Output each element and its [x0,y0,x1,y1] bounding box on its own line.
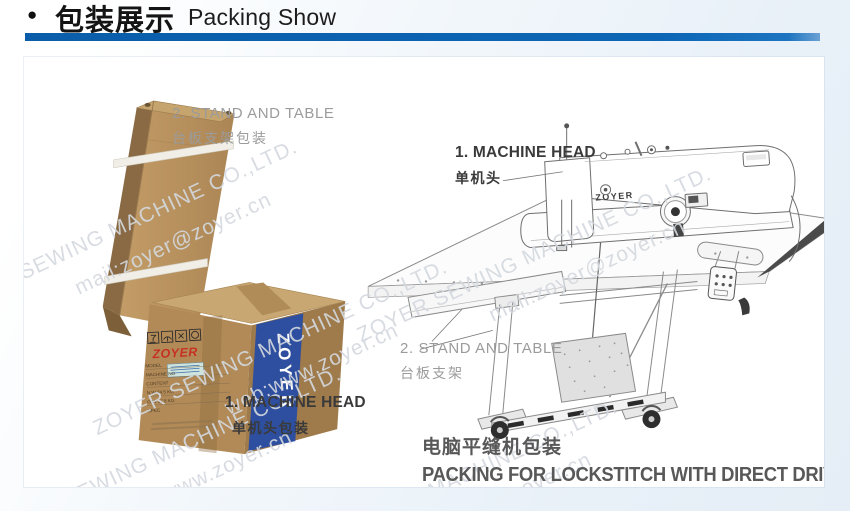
crossbar-slots [507,399,644,428]
label-stand-zh: 台板支架 [400,365,464,381]
header-bullet-icon: ● [27,5,38,24]
content-card: ZOYER ZOYER [24,57,824,487]
tall-box-photo [102,100,236,337]
page-title-en: Packing Show [188,4,337,30]
page-title-zh: 包装展示 [55,5,176,37]
machine-head-drawing: ZOYER [520,123,801,262]
header-divider-bar [25,33,820,41]
top-display-panel [742,150,771,167]
callout-leader-lines [419,171,563,350]
keep-dry-icon [160,330,174,344]
label-stand-and-table: 2. STAND AND TABLE 台板支架 [400,341,563,380]
box-hand-hole [144,102,151,107]
leader-machine-head [502,171,563,182]
small-box-photo: ZOYER ZOYER [138,282,346,455]
machine-cable [788,195,801,262]
control-panel [684,192,709,208]
small-box-top-tape [236,282,292,316]
spec-row-content: CONTENT [146,380,169,386]
packing-strap-upper [113,140,234,169]
caption: 电脑平缝机包装 PACKING FOR LOCKSTITCH WITH DIRE… [422,432,824,487]
power-switch [673,223,684,237]
caster-wheel-left [489,415,510,440]
spec-row-gw: G.W 37.8 KG [147,398,175,404]
spec-row-spec: SPEC [148,408,161,414]
label-stand-en: 2. STAND AND TABLE [400,340,563,357]
tall-box-side-face [102,100,154,316]
machine-head-block [544,157,595,243]
leader-stand-2 [419,329,493,350]
control-pendant [707,250,740,301]
pendant-hook [738,297,750,316]
small-box-blue-panel [248,313,304,452]
packing-strap-lower [104,258,208,285]
spec-row-model: MODEL [145,363,162,369]
box-spec-table: MODEL MACHINE NO CONTENT N.W 34.5 KG G.W… [145,363,232,431]
table-right-edge-shadow [757,220,824,278]
box-front-logo-text: ZOYER [151,345,198,361]
caption-zh: 电脑平缝机包装 [422,437,563,458]
presser-foot [556,245,568,252]
handle-care-icon [174,329,188,343]
stand-left-leg [477,293,528,430]
tall-box-bottom-flap [102,306,132,337]
spec-row-machine-no: MACHINE NO [146,371,176,378]
label-head-pack-zh: 单机头包装 [232,419,310,436]
label-machine-head: 1. MACHINE HEAD 单机头 [455,145,596,185]
leader-stand-1 [431,309,463,342]
label-stand-pack-zh: 台板支架包装 [172,130,268,146]
table-slot-cutout [697,241,764,266]
pedal [551,332,637,403]
label-machine-head-en: 1. MACHINE HEAD [455,144,596,161]
pedal-texture [563,342,629,393]
thread-lever [634,141,643,157]
label-head-pack-en: 1. MACHINE HEAD [225,394,366,411]
caption-en: PACKING FOR LOCKSTITCH WITH DIRECT DRIVE… [422,463,824,486]
label-stand-and-table-packing: 2. STAND AND TABLE 台板支架包装 [172,106,335,145]
label-stand-pack-en: 2. STAND AND TABLE [172,105,335,122]
label-machine-head-zh: 单机头 [455,169,502,186]
fragile-icon [146,331,160,345]
label-machine-head-packing: 1. MACHINE HEAD 单机头包装 [225,395,366,435]
machine-arm [559,145,796,215]
small-box-front-face [138,304,252,455]
caster-wheel-right [641,405,662,429]
packing-illustration: ZOYER ZOYER [102,100,824,455]
spec-row-nw: N.W 34.5 KG [147,389,175,395]
pedal-rod [592,242,602,338]
recycle-icon [188,328,202,342]
